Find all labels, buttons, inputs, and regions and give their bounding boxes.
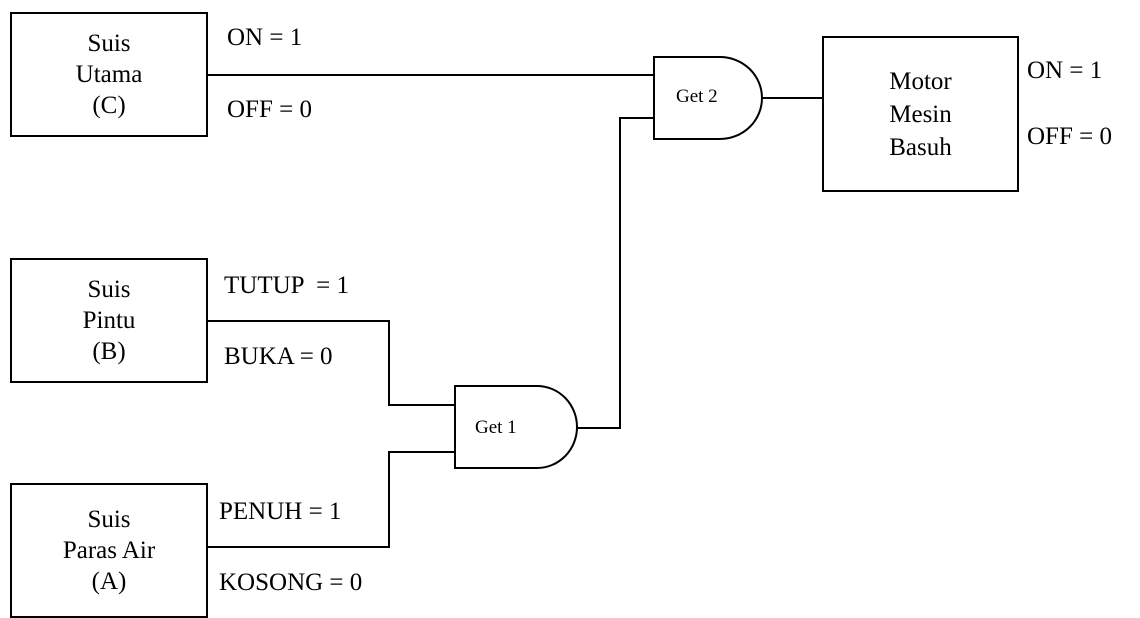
door-switch-line-2: Pintu [82, 307, 136, 334]
door-switch-on-label: TUTUP = 1 [224, 272, 349, 299]
water-switch-line-3: (A) [91, 568, 127, 595]
motor-box: Motor Mesin Basuh [822, 36, 1019, 192]
water-switch-off-label: KOSONG = 0 [219, 569, 363, 596]
gate-2-and-shape [653, 56, 763, 140]
door-switch-box: Suis Pintu (B) [10, 258, 208, 383]
water-switch-on-label: PENUH = 1 [219, 498, 342, 525]
water-switch-line-1: Suis [87, 506, 131, 533]
door-switch-line-1: Suis [87, 276, 131, 303]
main-switch-line-2: Utama [75, 61, 143, 88]
door-switch-off-label: BUKA = 0 [224, 343, 333, 370]
main-switch-box: Suis Utama (C) [10, 12, 208, 137]
main-switch-on-label: ON = 1 [227, 24, 303, 51]
motor-line-1: Motor [889, 67, 952, 95]
wire-gate-1-to-gate-2 [577, 117, 654, 429]
main-switch-line-3: (C) [92, 92, 126, 119]
wire-water-switch-to-gate-1 [208, 451, 455, 548]
motor-off-label: OFF = 0 [1027, 123, 1112, 150]
door-switch-line-3: (B) [92, 338, 126, 365]
motor-line-3: Basuh [889, 133, 952, 161]
main-switch-off-label: OFF = 0 [227, 96, 312, 123]
gate-1-label: Get 1 [475, 417, 517, 438]
wire-door-switch-to-gate-1 [208, 320, 455, 406]
gate-2-label: Get 2 [676, 86, 718, 107]
water-switch-line-2: Paras Air [62, 537, 156, 564]
motor-line-2: Mesin [889, 100, 952, 128]
motor-on-label: ON = 1 [1027, 57, 1103, 84]
water-level-switch-box: Suis Paras Air (A) [10, 483, 208, 618]
main-switch-line-1: Suis [87, 30, 131, 57]
gate-1-and-shape [454, 385, 578, 469]
